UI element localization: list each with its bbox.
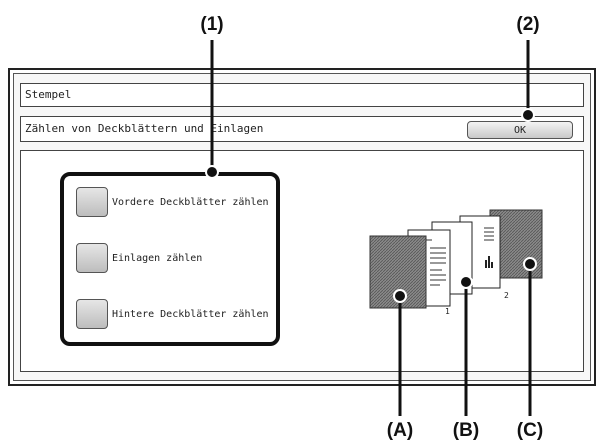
inserts-label: Einlagen zählen bbox=[112, 252, 203, 264]
front-cover-label: Vordere Deckblätter zählen bbox=[112, 196, 269, 208]
callout-2-label: (2) bbox=[516, 14, 540, 35]
title-bar: Stempel bbox=[20, 83, 584, 107]
ok-button[interactable]: OK bbox=[467, 121, 573, 139]
callout-b-label: (B) bbox=[452, 420, 480, 441]
option-back-cover[interactable]: Hintere Deckblätter zählen bbox=[76, 298, 269, 330]
inserts-checkbox[interactable] bbox=[76, 243, 108, 273]
screen-title: Stempel bbox=[25, 88, 72, 101]
callout-a-label: (A) bbox=[386, 420, 414, 441]
callout-b-dot bbox=[459, 275, 473, 289]
callout-c-dot bbox=[523, 257, 537, 271]
callout-1-dot bbox=[205, 165, 219, 179]
callout-a-dot bbox=[393, 289, 407, 303]
subtitle-bar: Zählen von Deckblättern und Einlagen OK bbox=[20, 116, 584, 142]
page-number-1: 1 bbox=[445, 307, 450, 316]
callout-c-label: (C) bbox=[516, 420, 544, 441]
front-cover-checkbox[interactable] bbox=[76, 187, 108, 217]
back-cover-label: Hintere Deckblätter zählen bbox=[112, 308, 269, 320]
page-number-2: 2 bbox=[504, 291, 509, 300]
option-inserts[interactable]: Einlagen zählen bbox=[76, 242, 202, 274]
option-front-cover[interactable]: Vordere Deckblätter zählen bbox=[76, 186, 269, 218]
back-cover-checkbox[interactable] bbox=[76, 299, 108, 329]
callout-1-label: (1) bbox=[200, 14, 224, 35]
count-options-group: Vordere Deckblätter zählen Einlagen zähl… bbox=[60, 172, 280, 346]
callout-2-dot bbox=[521, 108, 535, 122]
screen-subtitle: Zählen von Deckblättern und Einlagen bbox=[25, 122, 264, 135]
